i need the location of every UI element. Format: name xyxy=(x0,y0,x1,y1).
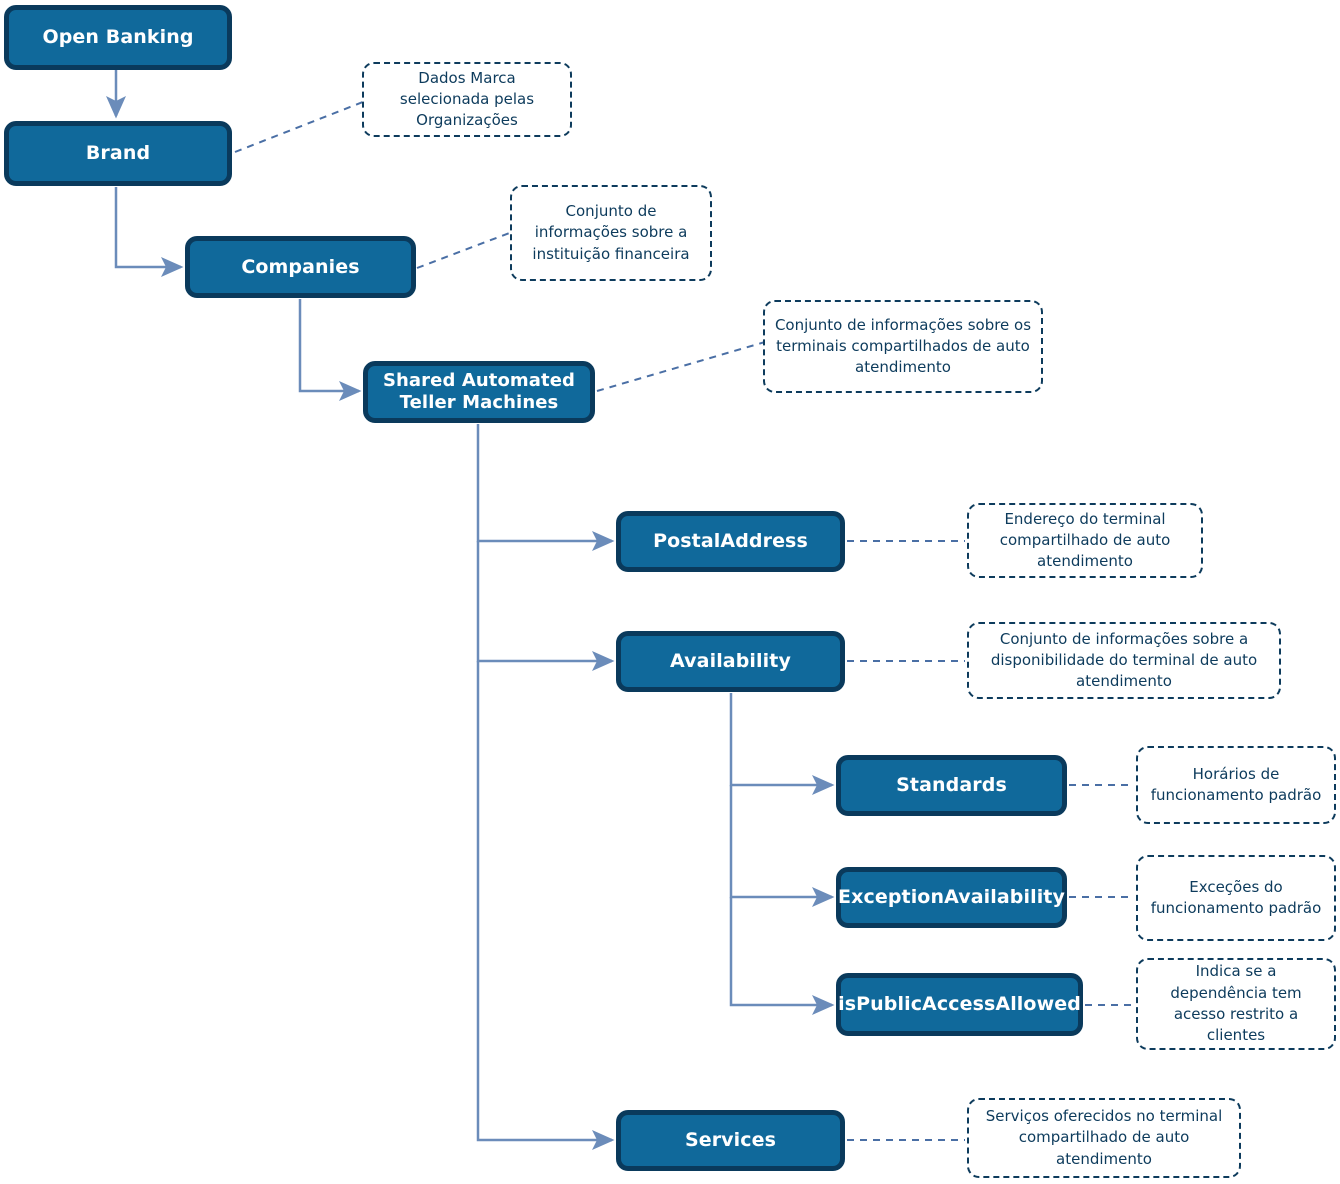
node-postal-address-label: PostalAddress xyxy=(653,530,808,553)
note-is-public-access-allowed: Indica se a dependência tem acesso restr… xyxy=(1136,958,1336,1050)
edge-shared-atm-to-postal-address xyxy=(476,424,615,551)
edge-availability-to-is-public-access-allowed xyxy=(729,897,835,1015)
edge-shared-atm-to-availability xyxy=(476,541,615,671)
node-postal-address[interactable]: PostalAddress xyxy=(616,511,845,572)
note-shared-automated-teller-machines: Conjunto de informações sobre os termina… xyxy=(763,300,1043,393)
note-exception-availability: Exceções do funcionamento padrão xyxy=(1136,855,1336,941)
note-postal-address: Endereço do terminal compartilhado de au… xyxy=(967,503,1203,578)
node-standards[interactable]: Standards xyxy=(836,755,1067,816)
node-companies-label: Companies xyxy=(241,255,360,278)
note-brand: Dados Marca selecionada pelas Organizaçõ… xyxy=(362,62,572,137)
node-availability[interactable]: Availability xyxy=(616,631,845,692)
node-is-public-access-allowed[interactable]: isPublicAccessAllowed xyxy=(836,973,1083,1036)
node-brand-label: Brand xyxy=(85,142,151,165)
note-standards-text: Horários de funcionamento padrão xyxy=(1150,764,1322,804)
node-shared-automated-teller-machines-label: Shared Automated Teller Machines xyxy=(382,370,576,413)
note-postal-address-text: Endereço do terminal compartilhado de au… xyxy=(999,509,1171,571)
node-exception-availability-label: ExceptionAvailability xyxy=(838,886,1065,909)
node-is-public-access-allowed-label: isPublicAccessAllowed xyxy=(838,993,1081,1016)
node-open-banking[interactable]: Open Banking xyxy=(4,5,232,70)
node-brand[interactable]: Brand xyxy=(4,121,232,186)
note-brand-text: Dados Marca selecionada pelas Organizaçõ… xyxy=(399,68,535,130)
note-services: Serviços oferecidos no terminal comparti… xyxy=(967,1098,1241,1178)
leader-brand-note xyxy=(234,99,369,153)
node-standards-label: Standards xyxy=(896,774,1007,797)
note-services-text: Serviços oferecidos no terminal comparti… xyxy=(985,1107,1223,1168)
node-open-banking-label: Open Banking xyxy=(42,26,194,49)
edge-shared-atm-to-services xyxy=(476,661,615,1150)
node-shared-automated-teller-machines[interactable]: Shared Automated Teller Machines xyxy=(363,361,595,423)
node-services-label: Services xyxy=(684,1129,777,1152)
node-exception-availability[interactable]: ExceptionAvailability xyxy=(836,867,1067,928)
edge-brand-to-companies xyxy=(114,187,184,277)
note-availability-text: Conjunto de informações sobre a disponib… xyxy=(990,629,1258,691)
leader-companies-note xyxy=(416,231,513,269)
note-exception-availability-text: Exceções do funcionamento padrão xyxy=(1150,877,1322,917)
note-standards: Horários de funcionamento padrão xyxy=(1136,746,1336,824)
edge-availability-to-exception-availability xyxy=(729,785,835,907)
edge-companies-to-shared-atm xyxy=(298,299,362,401)
note-is-public-access-allowed-text: Indica se a dependência tem acesso restr… xyxy=(1170,962,1302,1045)
leader-shared-atm-note xyxy=(596,341,766,392)
node-companies[interactable]: Companies xyxy=(185,236,416,298)
edge-availability-to-standards xyxy=(729,693,835,795)
note-shared-automated-teller-machines-text: Conjunto de informações sobre os termina… xyxy=(774,315,1032,377)
note-companies-text: Conjunto de informações sobre a institui… xyxy=(532,202,690,263)
note-availability: Conjunto de informações sobre a disponib… xyxy=(967,622,1281,699)
node-services[interactable]: Services xyxy=(616,1110,845,1171)
node-availability-label: Availability xyxy=(670,650,791,673)
note-companies: Conjunto de informações sobre a institui… xyxy=(510,185,712,281)
